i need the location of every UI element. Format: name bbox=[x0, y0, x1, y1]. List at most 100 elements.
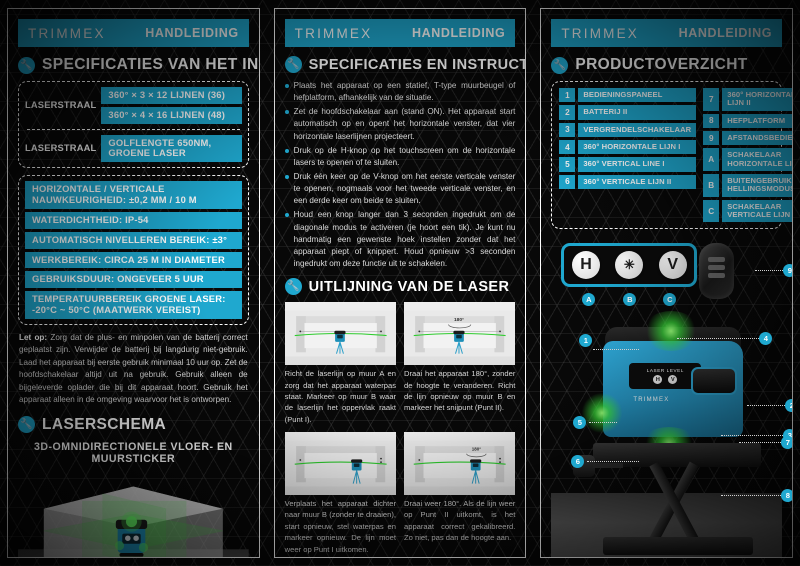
legend-label: SCHAKELAAR HORIZONTALE LIJN bbox=[722, 148, 793, 172]
legend-number: A bbox=[703, 148, 720, 172]
wrench-icon: 🔧 bbox=[18, 416, 35, 434]
alignment-steps: Richt de laserlijn op muur A en zorg dat… bbox=[284, 302, 516, 555]
wrench-icon: 🔧 bbox=[284, 278, 302, 296]
step-text: Richt de laserlijn op muur A en zorg dat… bbox=[284, 369, 396, 424]
spec-item: GEBRUIKSDUUR: ONGEVEER 5 UUR bbox=[25, 271, 242, 289]
screen-v-button[interactable]: V bbox=[668, 375, 678, 385]
section-header-alignment: 🔧 UITLIJNING VAN DE LASER bbox=[284, 278, 516, 296]
spec-item: WATERDICHTHEID: IP-54 bbox=[25, 211, 242, 229]
legend-number: C bbox=[703, 199, 720, 223]
spec-key: LASERSTRAAL bbox=[25, 100, 97, 111]
step-svg: 180° bbox=[404, 440, 516, 487]
step-illustration: 180° bbox=[404, 432, 516, 496]
wrench-icon: 🔧 bbox=[284, 56, 302, 73]
leader-line bbox=[755, 270, 784, 272]
divider bbox=[27, 128, 240, 130]
legend-column-left: 1 BEDIENINGSPANEEL 2 BATTERIJ II 3 VERGR… bbox=[559, 88, 697, 222]
list-item: 3 VERGRENDELSCHAKELAAR bbox=[559, 122, 697, 138]
legend-label: 360° VERTICALE LIJN II bbox=[578, 174, 697, 190]
alignment-step: Richt de laserlijn op muur A en zorg dat… bbox=[284, 302, 396, 425]
legend-label: HEFPLATFORM bbox=[722, 113, 793, 129]
brand-bar-3: TRIMMEX HANDLEIDING bbox=[551, 19, 783, 47]
step-text: Draai het apparaat 180°, zonder de hoogt… bbox=[404, 369, 516, 413]
legend-label: BEDIENINGSPANEEL bbox=[578, 88, 697, 103]
legend-column-right: 7 360° HORIZONTALE LIJN II 8 HEFPLATFORM… bbox=[703, 88, 793, 223]
horizontal-button[interactable]: H bbox=[572, 251, 600, 280]
control-panel-keypad: H ✳ V bbox=[561, 243, 698, 288]
step-svg bbox=[284, 310, 396, 357]
list-item: Druk één keer op de V-knop om het eerste… bbox=[284, 171, 515, 207]
leader-line bbox=[589, 422, 618, 424]
panel-product-overview: TRIMMEX HANDLEIDING 🔧 PRODUCTOVERZICHT 1… bbox=[533, 0, 800, 566]
manual-label: HANDLEIDING bbox=[678, 26, 773, 40]
screen-buttons: H V bbox=[653, 375, 678, 385]
legend-number: 8 bbox=[703, 113, 720, 129]
legend-number: 6 bbox=[559, 174, 576, 190]
step-illustration bbox=[284, 432, 396, 496]
spec-list-box: HORIZONTALE / VERTICALE NAUWKEURIGHEID: … bbox=[18, 175, 249, 325]
list-item: 6 360° VERTICALE LIJN II bbox=[559, 174, 697, 190]
list-item: 9 AFSTANDSBEDIENING bbox=[703, 131, 793, 146]
laser-room-svg bbox=[18, 486, 249, 557]
section-title: UITLIJNING VAN DE LASER bbox=[308, 278, 510, 295]
laser-beam-spec-box: LASERSTRAAL 360° × 3 × 12 LIJNEN (36) 36… bbox=[18, 81, 249, 169]
legend-label: SCHAKELAAR VERTICALE LIJN bbox=[722, 199, 793, 223]
remote-buttons bbox=[708, 257, 726, 283]
list-item: 4 360° HORIZONTALE LIJN I bbox=[559, 140, 697, 155]
schema-subtitle: 3D-OMNIDIRECTIONELE VLOER- EN MUURSTICKE… bbox=[33, 440, 233, 465]
callout-2: 2 bbox=[785, 399, 793, 413]
leader-line bbox=[721, 495, 784, 497]
list-item: 5 360° VERTICAL LINE I bbox=[559, 157, 697, 172]
callout-4: 4 bbox=[759, 332, 773, 346]
brand-logo: TRIMMEX bbox=[561, 25, 639, 41]
screen-label: LASER LEVEL bbox=[646, 368, 684, 374]
step-illustration: 180° bbox=[404, 302, 516, 366]
platform-base bbox=[603, 537, 754, 556]
product-photo-area: H ✳ V A B C 9 LASER LEVEL bbox=[551, 237, 793, 557]
brand-logo: TRIMMEX bbox=[294, 25, 373, 41]
spec-item: TEMPERATUURBEREIK GROENE LASER: -20°C ~ … bbox=[25, 291, 242, 319]
spec-list: HORIZONTALE / VERTICALE NAUWKEURIGHEID: … bbox=[25, 181, 242, 319]
note-label: Let op: bbox=[19, 332, 48, 342]
brand-bar-2: TRIMMEX HANDLEIDING bbox=[284, 19, 516, 47]
legend-number: 4 bbox=[559, 140, 576, 155]
spec-value: 360° × 4 × 16 LIJNEN (48) bbox=[101, 106, 242, 124]
spec-key: LASERSTRAAL bbox=[25, 143, 97, 154]
section-header-instructions: 🔧 SPECIFICATIES EN INSTRUCTIES bbox=[284, 56, 525, 73]
section-title: SPECIFICATIES EN INSTRUCTIES bbox=[308, 56, 527, 73]
leader-line bbox=[677, 338, 762, 340]
legend-label: 360° HORIZONTALE LIJN II bbox=[722, 88, 793, 111]
screen-h-button[interactable]: H bbox=[653, 375, 663, 385]
laser-power-icon[interactable]: ✳ bbox=[615, 251, 644, 280]
brand-logo: TRIMMEX bbox=[28, 25, 106, 41]
section-title: PRODUCTOVERZICHT bbox=[575, 56, 748, 73]
legend-number: 9 bbox=[703, 131, 720, 146]
laser-room-diagram bbox=[18, 470, 249, 557]
section-title: SPECIFICATIES VAN HET INSTRUMENT bbox=[42, 56, 259, 73]
leader-line bbox=[587, 461, 640, 463]
legend-label: BATTERIJ II bbox=[578, 105, 697, 120]
callout-7: 7 bbox=[781, 436, 793, 450]
callout-a: A bbox=[582, 293, 596, 307]
spec-row: LASERSTRAAL GOLFLENGTE 650NM, GROENE LAS… bbox=[25, 134, 242, 163]
vertical-button[interactable]: V bbox=[658, 251, 687, 280]
list-item: B BUITENGEBRUIK HELLINGSMODUS bbox=[703, 174, 793, 197]
step-svg bbox=[284, 440, 396, 487]
callout-5: 5 bbox=[573, 416, 587, 430]
list-item: Houd een knop langer dan 3 seconden inge… bbox=[284, 209, 515, 270]
list-item: 7 360° HORIZONTALE LIJN II bbox=[703, 88, 793, 111]
list-item: Zet de hoofdschakelaar aan (stand ON). H… bbox=[284, 106, 515, 142]
list-item: C SCHAKELAAR VERTICALE LIJN bbox=[703, 199, 793, 223]
callout-8: 8 bbox=[781, 489, 793, 503]
product-legend: 1 BEDIENINGSPANEEL 2 BATTERIJ II 3 VERGR… bbox=[551, 81, 793, 230]
wrench-icon: 🔧 bbox=[551, 56, 569, 74]
legend-number: 5 bbox=[559, 157, 576, 172]
step-svg: 180° bbox=[404, 310, 516, 357]
leader-line bbox=[721, 435, 786, 437]
callout-1: 1 bbox=[579, 334, 593, 348]
legend-label: AFSTANDSBEDIENING bbox=[722, 131, 793, 146]
leader-line bbox=[747, 405, 788, 407]
panel-instructions: TRIMMEX HANDLEIDING 🔧 SPECIFICATIES EN I… bbox=[267, 0, 534, 566]
legend-number: 7 bbox=[703, 88, 720, 111]
